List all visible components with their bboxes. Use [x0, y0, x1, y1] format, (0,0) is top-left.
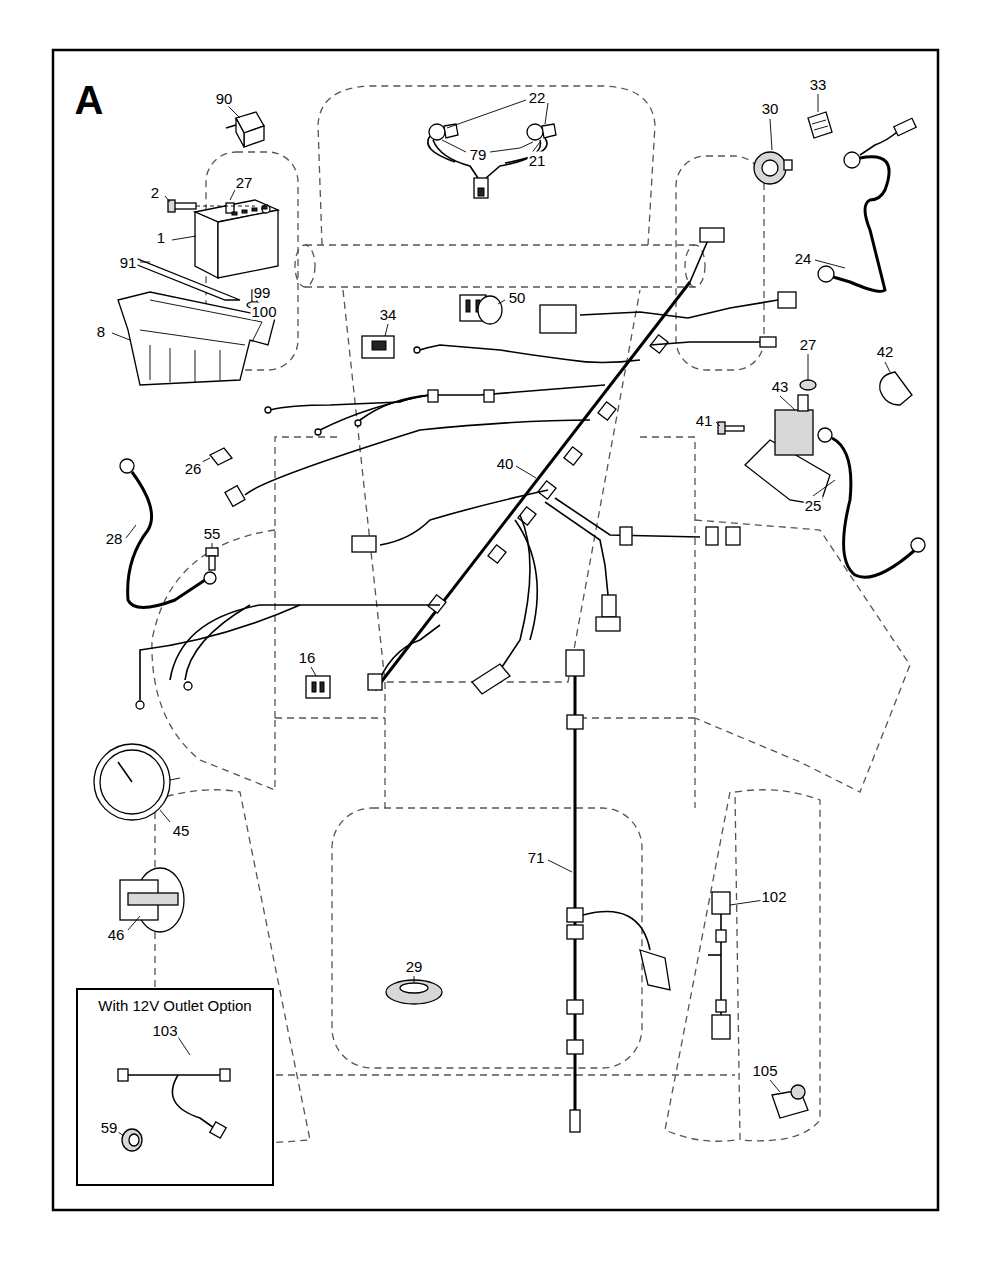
callout-number: 2	[150, 184, 160, 201]
callout-number: 40	[496, 455, 515, 472]
callout-number: 21	[528, 152, 547, 169]
callout-number: 50	[508, 289, 527, 306]
callout-number: 90	[215, 90, 234, 107]
callout-number: 33	[809, 76, 828, 93]
callout-number: 71	[527, 849, 546, 866]
callout-number: 105	[751, 1062, 778, 1079]
callout-number: 91	[119, 254, 138, 271]
callout-number: 41	[695, 412, 714, 429]
callout-number: 26	[184, 460, 203, 477]
callout-number: 30	[761, 100, 780, 117]
callout-number: 55	[203, 525, 222, 542]
callout-number: 79	[469, 146, 488, 163]
callout-number: 34	[379, 306, 398, 323]
callout-number: 8	[96, 323, 106, 340]
callout-number: 1	[156, 229, 166, 246]
callout-number: 43	[771, 378, 790, 395]
callout-number: 25	[804, 497, 823, 514]
inset-title: With 12V Outlet Option	[78, 990, 272, 1014]
callout-number: 22	[528, 89, 547, 106]
callout-number: 27	[799, 336, 818, 353]
callout-number: 100	[250, 303, 277, 320]
callout-number: 99	[253, 284, 272, 301]
callout-number: 24	[794, 250, 813, 267]
callout-number: 45	[172, 822, 191, 839]
callout-number: 46	[107, 926, 126, 943]
callout-number: 42	[876, 343, 895, 360]
callout-number: 27	[235, 174, 254, 191]
option-inset-box: With 12V Outlet Option	[76, 988, 274, 1186]
callout-number: 103	[151, 1022, 178, 1039]
callout-number: 59	[100, 1119, 119, 1136]
callout-number: 16	[298, 649, 317, 666]
callout-number: 29	[405, 958, 424, 975]
callout-number: 102	[760, 888, 787, 905]
callout-number: 28	[105, 530, 124, 547]
section-letter: A	[75, 78, 104, 122]
